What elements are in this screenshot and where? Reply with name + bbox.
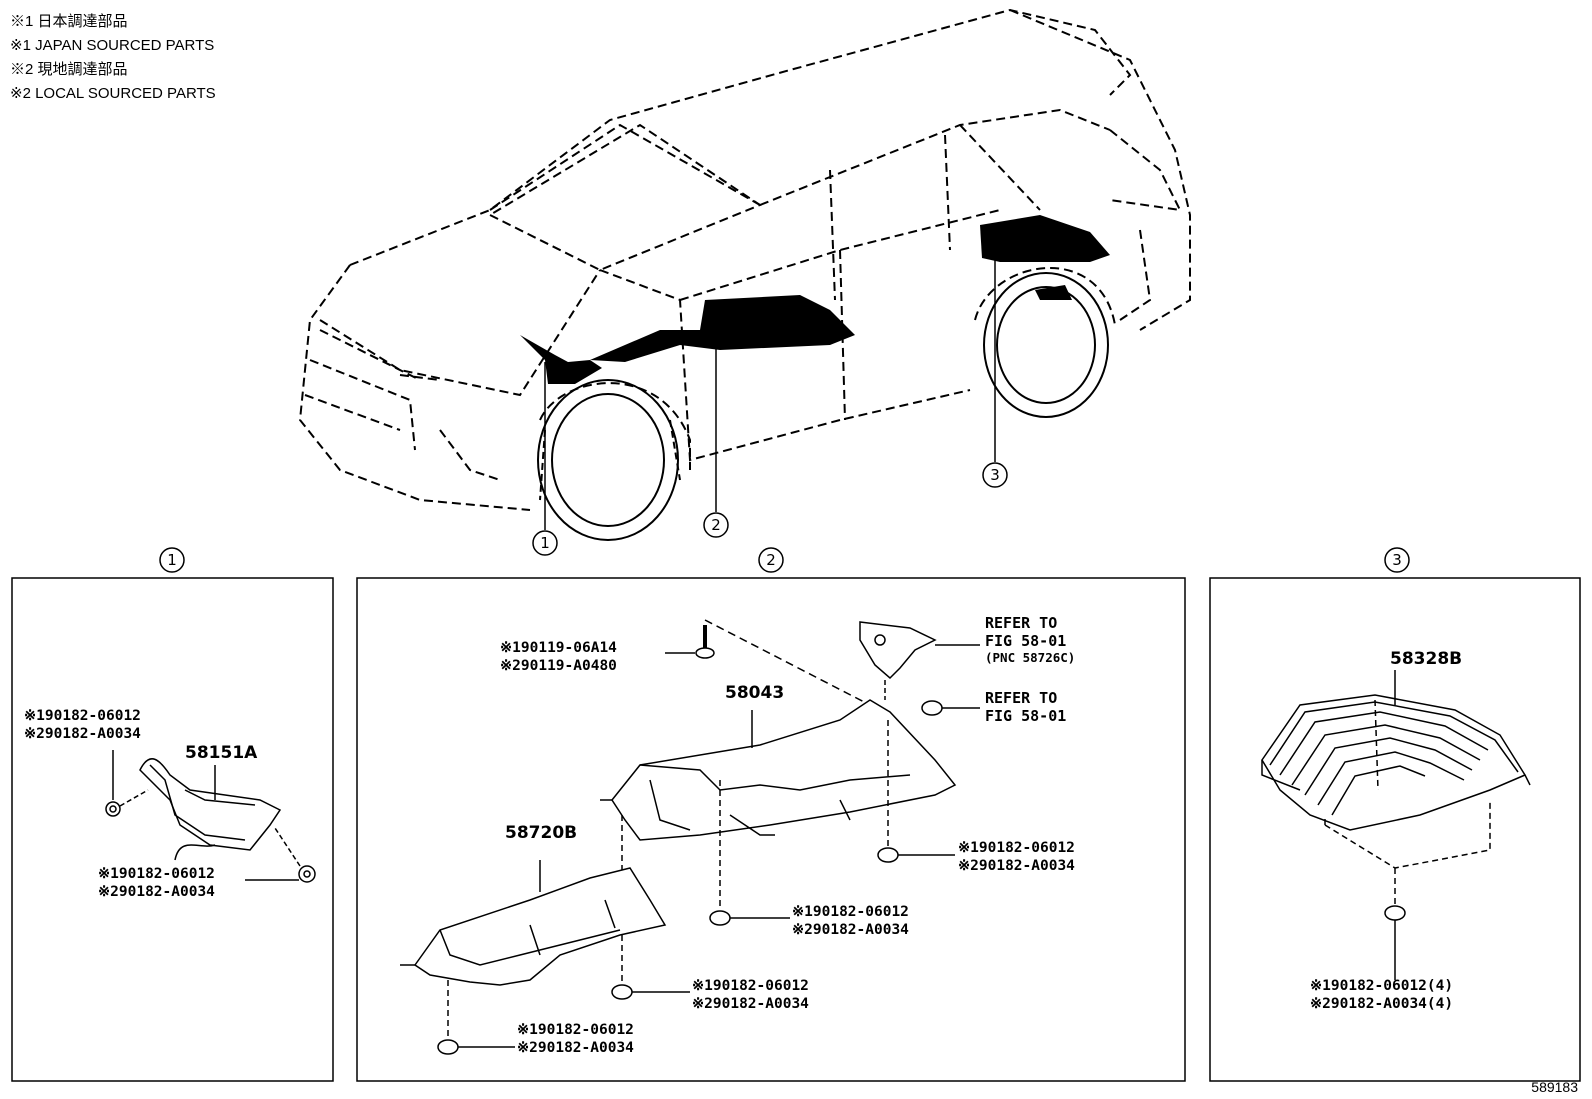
panel2-refer2-line2: FIG 58-01 xyxy=(985,707,1066,725)
panel2-bolt-code-2: ※290119-A0480 xyxy=(500,658,617,674)
panel2-refer1-line1: REFER TO xyxy=(985,614,1057,632)
panel-3-title-circle xyxy=(1384,547,1410,573)
panel-2-title: 2 xyxy=(766,551,776,569)
panel2-code-right-1: ※190182-06012 xyxy=(958,840,1075,856)
panel2-code-bottom-2: ※290182-A0034 xyxy=(517,1040,634,1056)
region-front-insulator xyxy=(520,335,602,384)
panel-1-title-circle xyxy=(159,547,185,573)
panel1-code-bottom-1: ※190182-06012 xyxy=(98,866,215,882)
panel-1-title: 1 xyxy=(167,551,177,569)
panel-3-title: 3 xyxy=(1392,551,1402,569)
vehicle-callout-3: 3 xyxy=(990,466,1000,484)
vehicle-callout-2: 2 xyxy=(711,516,721,534)
panel3-code-2: ※290182-A0034(4) xyxy=(1310,996,1453,1012)
panel2-refer2-line1: REFER TO xyxy=(985,689,1057,707)
part-58043-label: 58043 xyxy=(725,683,784,703)
region-center-insulator xyxy=(590,295,855,362)
panel2-refer1-pnc: (PNC 58726C) xyxy=(985,650,1075,665)
panel2-bolt-code-1: ※190119-06A14 xyxy=(500,640,617,656)
figure-number: 589183 xyxy=(1531,1079,1578,1095)
part-58328B-label: 58328B xyxy=(1390,649,1462,669)
vehicle-illustration xyxy=(298,8,1191,511)
note-local-jp: ※2 現地調達部品 xyxy=(10,61,128,78)
vehicle-insulator-regions xyxy=(520,215,1110,384)
note-local-en: ※2 LOCAL SOURCED PARTS xyxy=(10,85,216,102)
panel-1-parts xyxy=(105,750,316,883)
panel-3-parts xyxy=(1261,670,1531,980)
panel3-code-1: ※190182-06012(4) xyxy=(1310,978,1453,994)
panel2-code-mid-1: ※190182-06012 xyxy=(792,904,909,920)
vehicle-callouts xyxy=(532,255,1008,556)
panel-1-frame xyxy=(11,577,334,1082)
panel2-code-mid-2: ※290182-A0034 xyxy=(792,922,909,938)
note-japan-jp: ※1 日本調達部品 xyxy=(10,13,128,30)
vehicle-wheels xyxy=(537,272,1109,541)
panel2-refer1-line2: FIG 58-01 xyxy=(985,632,1066,650)
vehicle-callout-1: 1 xyxy=(540,534,550,552)
panel1-code-top-1: ※190182-06012 xyxy=(24,708,141,724)
panel2-code-low-2: ※290182-A0034 xyxy=(692,996,809,1012)
part-58720B-label: 58720B xyxy=(505,823,577,843)
part-58151A-label: 58151A xyxy=(185,743,258,763)
note-japan-en: ※1 JAPAN SOURCED PARTS xyxy=(10,37,215,54)
panel2-code-low-1: ※190182-06012 xyxy=(692,978,809,994)
panel-2-title-circle xyxy=(758,547,784,573)
panel2-code-right-2: ※290182-A0034 xyxy=(958,858,1075,874)
panel1-code-top-2: ※290182-A0034 xyxy=(24,726,141,742)
region-rear-insulator xyxy=(980,215,1110,262)
panel-2-frame xyxy=(356,577,1186,1082)
panel2-code-bottom-1: ※190182-06012 xyxy=(517,1022,634,1038)
panel-3-frame xyxy=(1209,577,1581,1082)
panel1-code-bottom-2: ※290182-A0034 xyxy=(98,884,215,900)
panel-2-parts xyxy=(400,619,980,1055)
legend-notes: ※1 日本調達部品 ※1 JAPAN SOURCED PARTS ※2 現地調達… xyxy=(10,10,216,106)
